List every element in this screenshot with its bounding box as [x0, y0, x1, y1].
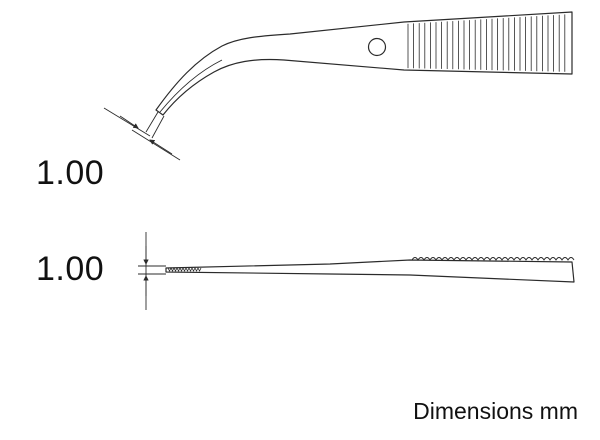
tweezer-tip-slit: [159, 59, 223, 113]
tweezer-back-serrations: [411, 257, 575, 261]
tip-dimension-arrow-2: [149, 139, 173, 155]
tip-dimension-line-inner: [131, 129, 181, 161]
tweezer-tip-serrations: [167, 267, 202, 272]
tip-thickness-dimension-label: 1.00: [36, 250, 105, 288]
tweezer-hole: [367, 37, 387, 57]
tip-width-dimension-label: 1.00: [36, 154, 105, 192]
tweezer-top-outline: [155, 11, 573, 116]
tweezer-grip-ridges: [407, 14, 566, 72]
tip-dimension-arrow-1: [119, 115, 139, 129]
tip-extension-line-1: [145, 111, 159, 133]
back-serration-path: [411, 257, 575, 261]
tweezer-side-outline: [165, 259, 575, 283]
tip-extension-line-2: [151, 115, 165, 139]
units-label: Dimensions mm: [413, 398, 578, 424]
tweezer-side-view: [138, 232, 575, 310]
tip-dimension-line-outer: [103, 107, 151, 137]
tip-serration-path: [167, 267, 202, 272]
tweezer-top-view: [103, 11, 573, 161]
